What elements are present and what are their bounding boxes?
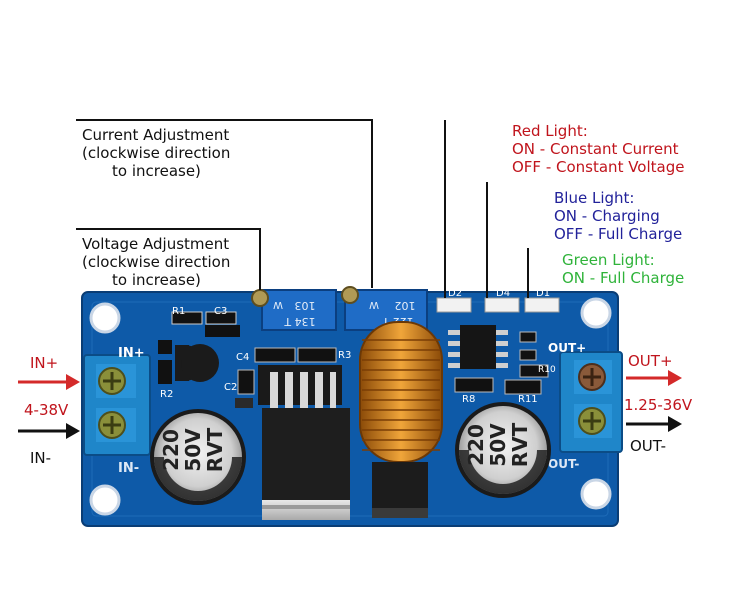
ref-r10: R10 (538, 365, 556, 375)
pot-right-m: W (369, 299, 379, 310)
potentiometer-current: 103 134 T W (251, 289, 337, 331)
ref-r11: R11 (518, 394, 538, 405)
voltage-adjustment-line2: (clockwise direction (82, 253, 231, 271)
in-plus-arrow (18, 374, 80, 390)
silk-in-minus: IN- (118, 461, 139, 476)
in-voltage-label: 4-38V (24, 401, 69, 419)
blue-light-off: OFF - Full Charge (554, 225, 683, 243)
ref-d4: D4 (496, 288, 510, 299)
transistor (175, 344, 219, 382)
ref-d2: D2 (448, 288, 462, 299)
cap-left-line2: 50V (181, 428, 205, 472)
ref-r8: R8 (462, 394, 475, 405)
silk-out-plus: OUT+ (548, 341, 586, 355)
silk-out-minus: OUT- (548, 457, 579, 471)
ref-c2: C2 (224, 382, 237, 393)
green-light-label: Green Light: ON - Full Charge (562, 251, 684, 287)
current-adjustment-line3: to increase) (112, 162, 201, 180)
ref-r3: R3 (338, 350, 351, 361)
blue-light-label: Blue Light: ON - Charging OFF - Full Cha… (554, 189, 682, 243)
ref-c3: C3 (214, 306, 227, 317)
red-light-on: ON - Constant Current (512, 140, 679, 158)
cap-left-line3: RVT (203, 427, 227, 472)
out-plus-label: OUT+ (628, 352, 673, 370)
regulator-ic (258, 365, 350, 520)
cap-right-line1: 220 (464, 424, 488, 466)
ref-r1: R1 (172, 306, 185, 317)
green-light-title: Green Light: (562, 251, 655, 269)
silk-in-plus: IN+ (118, 346, 145, 361)
mounting-holes (89, 297, 612, 516)
inductor-coil (359, 321, 443, 463)
current-adjustment-line2: (clockwise direction (82, 144, 231, 162)
red-light-off: OFF - Constant Voltage (512, 158, 685, 176)
output-terminal-block (559, 351, 623, 453)
blue-light-on: ON - Charging (554, 207, 660, 225)
input-terminal-block (83, 354, 151, 456)
leader-lines (76, 119, 529, 298)
out-minus-label: OUT- (630, 437, 666, 455)
current-adjustment-line1: Current Adjustment (82, 126, 230, 144)
in-minus-label: IN- (30, 449, 52, 467)
led-row (436, 297, 560, 313)
in-minus-arrow (18, 423, 80, 439)
in-plus-label: IN+ (30, 354, 59, 372)
ref-r2: R2 (160, 389, 173, 400)
pot-left-sub: 134 T (284, 315, 315, 328)
pot-left-code: 103 (295, 299, 316, 312)
blue-light-title: Blue Light: (554, 189, 635, 207)
out-plus-arrow (626, 370, 682, 386)
green-light-on: ON - Full Charge (562, 269, 685, 287)
pot-right-code: 102 (395, 299, 416, 312)
red-light-title: Red Light: (512, 122, 588, 140)
ref-d1: D1 (536, 288, 550, 299)
voltage-adjustment-label: Voltage Adjustment (clockwise direction … (82, 235, 230, 289)
control-ic (448, 325, 508, 369)
out-voltage-label: 1.25-36V (624, 396, 693, 414)
cap-right-line2: 50V (486, 423, 510, 467)
red-light-label: Red Light: ON - Constant Current OFF - C… (512, 122, 684, 176)
capacitor-left: 220 50V RVT (150, 409, 246, 505)
voltage-adjustment-line1: Voltage Adjustment (82, 235, 230, 253)
ref-c4: C4 (236, 352, 249, 363)
voltage-adjustment-line3: to increase) (112, 271, 201, 289)
cap-right-line3: RVT (508, 422, 532, 467)
pot-left-m: W (273, 299, 283, 310)
cap-left-line1: 220 (159, 429, 183, 471)
current-adjustment-label: Current Adjustment (clockwise direction … (82, 126, 230, 180)
out-minus-arrow (626, 416, 682, 432)
capacitor-right: 220 50V RVT (455, 402, 551, 498)
